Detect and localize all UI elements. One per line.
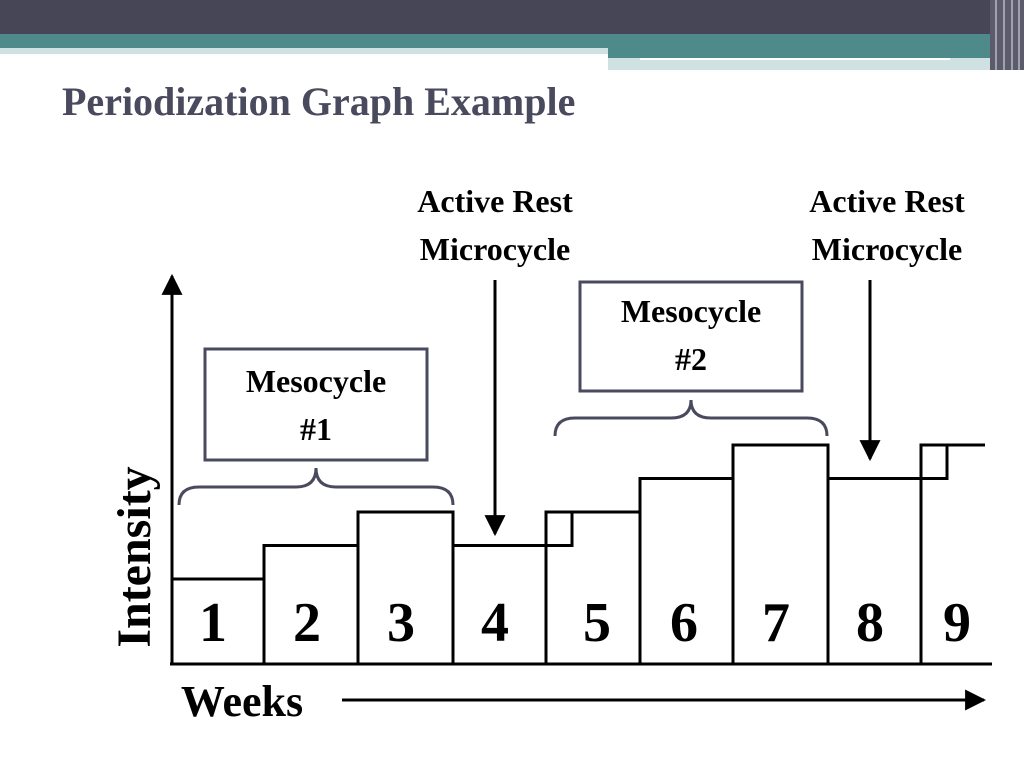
banner-teal-band: [0, 34, 1024, 48]
week-label: 7: [762, 592, 790, 654]
mesocycle-2-number: #2: [675, 341, 707, 377]
mesocycle-2-label: Mesocycle: [621, 293, 761, 329]
active-rest-1-label: Active Rest: [417, 183, 573, 219]
banner-light-band: [0, 48, 1000, 54]
active-rest-2-sublabel: Microcycle: [812, 231, 962, 267]
week-label: 6: [670, 592, 698, 654]
slide-title: Periodization Graph Example: [62, 79, 576, 124]
week-label: 9: [943, 592, 971, 654]
banner-teal-accent: [608, 48, 1000, 58]
week-label: 3: [387, 592, 415, 654]
slide-header-banner: [0, 0, 1024, 70]
bar-step-connector: [546, 512, 574, 547]
x-axis-label: Weeks: [181, 677, 303, 726]
active-rest-2-label: Active Rest: [809, 183, 965, 219]
banner-light-accent: [608, 58, 1000, 70]
week-label: 5: [583, 592, 611, 654]
y-axis-label: Intensity: [108, 466, 161, 647]
mesocycle-1-number: #1: [300, 411, 332, 447]
mesocycle-1-label: Mesocycle: [246, 363, 386, 399]
week-label: 2: [293, 592, 321, 654]
active-rest-1-sublabel: Microcycle: [420, 231, 570, 267]
week-label: 4: [481, 592, 509, 654]
week-label: 1: [199, 592, 227, 654]
bar-step-connector: [921, 445, 949, 480]
mesocycle-1-brace: [177, 467, 455, 506]
mesocycle-1-box: [203, 347, 429, 462]
mesocycle-2-brace: [553, 399, 829, 437]
mesocycle-2-box: [578, 280, 804, 393]
week-label: 8: [856, 592, 884, 654]
banner-dark-band: [0, 0, 1024, 34]
bar-week-9: [919, 443, 985, 664]
